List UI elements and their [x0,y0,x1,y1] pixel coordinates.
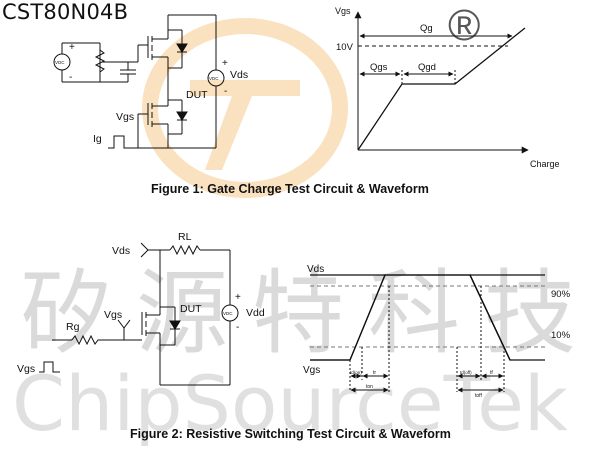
figure2-caption: Figure 2: Resistive Switching Test Circu… [130,427,451,441]
ten-percent-label: 10% [551,330,571,341]
gate-charge-curve [357,27,526,151]
minus-label-1: - [69,72,72,83]
figure1-caption: Figure 1: Gate Charge Test Circuit & Wav… [151,182,429,196]
vgs-pulse-label: Vgs [17,363,35,375]
switching-circuit [39,242,239,386]
vdc-label-2: VDC [209,76,219,81]
watermark-logo [142,18,348,198]
vgs-label-1: Vgs [116,111,134,123]
x-axis-label: Charge [530,159,560,169]
minus-label-3: - [236,322,239,333]
toff-label: toff [475,393,482,399]
dut-label-2: DUT [180,303,202,315]
watermark-chinese: 矽源特科技 [20,260,600,367]
switching-waveform-labels: Vds Vgs 90% 10% td(on) tr ton td(off) tf… [303,264,571,399]
ten-volt-label: 10V [336,42,354,53]
y-axis-label: Vgs [335,6,351,16]
switching-circuit-labels: Vds RL DUT Vgs Rg + VDC Vdd - Vgs [17,231,265,375]
vds-label-1: Vds [230,69,248,81]
dut-label-1: DUT [186,89,208,101]
rl-label: RL [178,231,192,243]
gate-charge-waveform-labels: Vgs Charge 10V Qg Qgs Qgd [335,6,560,169]
qgs-label: Qgs [370,62,388,73]
part-number: CST80N04B [2,0,129,24]
ninety-percent-label: 90% [551,289,571,300]
qg-label: Qg [420,23,433,34]
tr-label: tr [373,370,376,376]
vdc-label-1: VDC [55,60,65,65]
qgd-label: Qgd [418,62,436,73]
vds-wave-label: Vds [307,264,324,275]
vdc-label-3: VDC [223,311,233,316]
vgs-wave-label: Vgs [303,365,320,376]
rg-label: Rg [66,321,80,333]
vdd-label: Vdd [246,307,265,319]
vds-label-2: Vds [112,245,130,257]
gate-charge-circuit-labels: VDC + - VDC + Vds - DUT Vgs Ig [55,42,248,145]
plus-label-3: + [235,292,241,303]
vgs-label-2: Vgs [104,309,122,321]
watermark-registered: ® [448,1,480,50]
minus-label-2: - [224,86,227,97]
plus-label-2: + [222,58,228,69]
plus-label-1: + [69,42,75,53]
td-off-label: td(off) [460,370,472,375]
gate-charge-circuit [53,14,225,149]
ig-label: Ig [93,133,102,145]
tf-label: tf [490,370,493,376]
gate-charge-waveform [354,11,529,154]
ton-label: ton [366,384,373,390]
td-on-label: td(on) [350,370,362,375]
switching-waveform [310,274,545,393]
